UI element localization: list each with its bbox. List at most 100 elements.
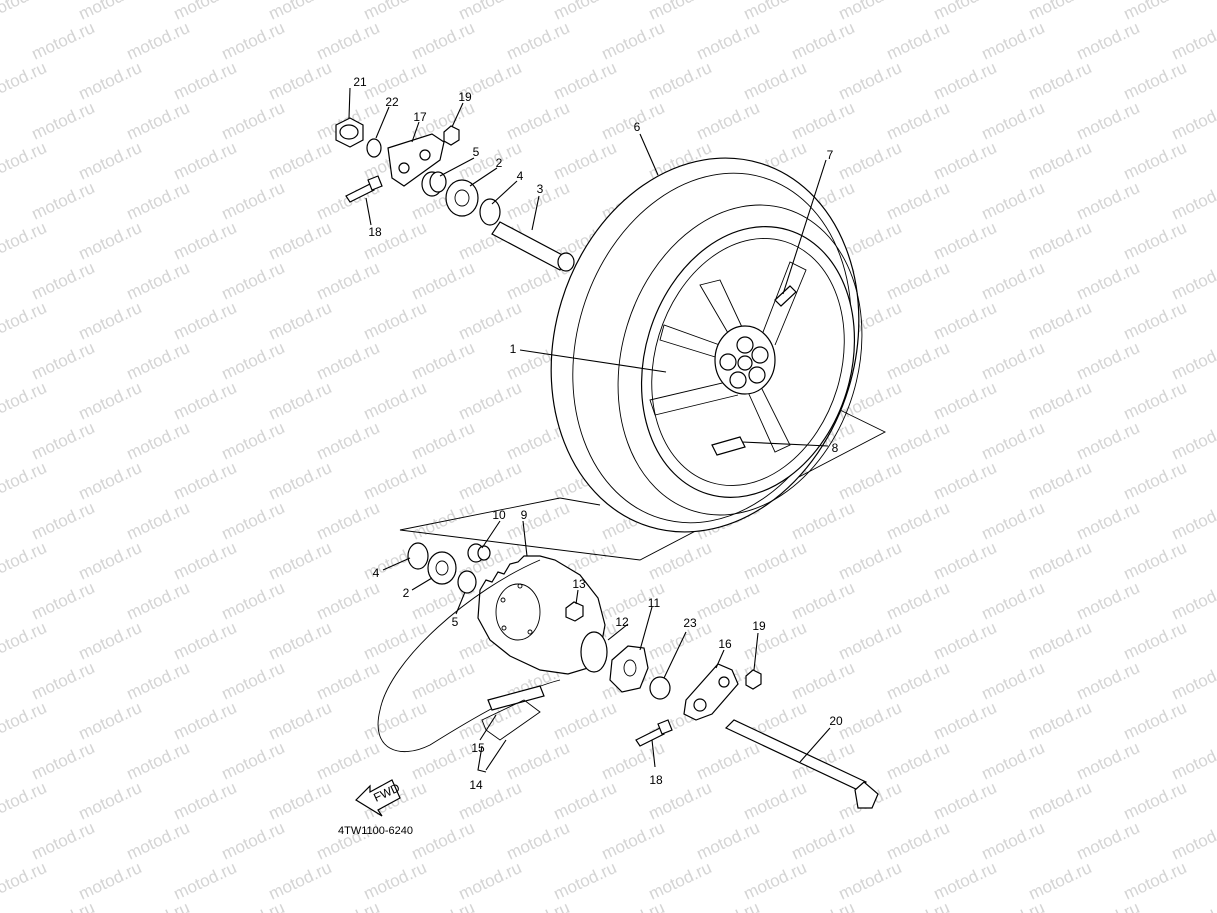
watermark-text: motod.ru: [76, 858, 145, 904]
watermark-text: motod.ru: [884, 818, 953, 864]
watermark-text: motod.ru: [931, 138, 1000, 184]
watermark-text: motod.ru: [0, 778, 49, 824]
watermark-text: motod.ru: [29, 898, 98, 913]
watermark-text: motod.ru: [1121, 138, 1190, 184]
watermark-text: motod.ru: [314, 418, 383, 464]
watermark-text: motod.ru: [979, 738, 1048, 784]
callout-13: 13: [572, 577, 586, 591]
watermark-text: motod.ru: [76, 58, 145, 104]
watermark-text: motod.ru: [836, 858, 905, 904]
watermark-text: motod.ru: [931, 858, 1000, 904]
watermark-text: motod.ru: [1121, 218, 1190, 264]
watermark-text: motod.ru: [219, 818, 288, 864]
watermark-text: motod.ru: [836, 618, 905, 664]
watermark-text: motod.ru: [0, 218, 49, 264]
watermark-text: motod.ru: [0, 818, 2, 864]
watermark-text: motod.ru: [456, 298, 525, 344]
watermark-text: motod.ru: [0, 698, 49, 744]
watermark-text: motod.ru: [551, 138, 620, 184]
watermark-text: motod.ru: [266, 458, 335, 504]
watermark-text: motod.ru: [1026, 698, 1095, 744]
watermark-text: motod.ru: [884, 178, 953, 224]
watermark-text: motod.ru: [1026, 138, 1095, 184]
watermark-text: motod.ru: [76, 138, 145, 184]
leader-lines: [348, 87, 831, 773]
watermark-text: motod.ru: [124, 818, 193, 864]
watermark-text: motod.ru: [979, 578, 1048, 624]
watermark-text: motod.ru: [884, 98, 953, 144]
watermark-text: motod.ru: [171, 218, 240, 264]
watermark-text: motod.ru: [1074, 578, 1143, 624]
watermark-text: motod.ru: [1121, 458, 1190, 504]
watermark-text: motod.ru: [314, 578, 383, 624]
watermark-text: motod.ru: [171, 618, 240, 664]
watermark-text: motod.ru: [979, 98, 1048, 144]
watermark-text: motod.ru: [836, 138, 905, 184]
oil-seal-left: [479, 198, 501, 226]
chain-puller-left: [387, 133, 445, 187]
watermark-text: motod.ru: [741, 778, 810, 824]
watermark-text: motod.ru: [599, 898, 668, 913]
callout-17: 17: [413, 110, 427, 124]
watermark-text: motod.ru: [694, 898, 763, 913]
watermark-text: motod.ru: [219, 498, 288, 544]
watermark-text: motod.ru: [219, 338, 288, 384]
watermark-text: motod.ru: [741, 858, 810, 904]
watermark-text: motod.ru: [551, 58, 620, 104]
watermark-text: motod.ru: [361, 378, 430, 424]
watermark-text: motod.ru: [124, 418, 193, 464]
watermark-text: motod.ru: [931, 618, 1000, 664]
watermark-text: motod.ru: [456, 458, 525, 504]
watermark-text: motod.ru: [76, 458, 145, 504]
watermark-text: motod.ru: [314, 338, 383, 384]
watermark-text: motod.ru: [599, 818, 668, 864]
watermark-text: motod.ru: [884, 418, 953, 464]
watermark-text: motod.ru: [694, 98, 763, 144]
watermark-text: motod.ru: [741, 58, 810, 104]
watermark-text: motod.ru: [694, 18, 763, 64]
watermark-text: motod.ru: [76, 538, 145, 584]
watermark-text: motod.ru: [1074, 258, 1143, 304]
watermark-text: motod.ru: [124, 98, 193, 144]
watermark-text: motod.ru: [931, 458, 1000, 504]
watermark-text: motod.ru: [694, 818, 763, 864]
watermark-text: motod.ru: [266, 138, 335, 184]
bearing-right: [427, 551, 457, 585]
callout-14: 14: [469, 778, 483, 792]
adjusting-bolt-left: [345, 175, 383, 203]
watermark-text: motod.ru: [931, 698, 1000, 744]
watermark-text: motod.ru: [29, 818, 98, 864]
watermark-text: motod.ru: [124, 738, 193, 784]
watermark-text: motod.ru: [1026, 858, 1095, 904]
watermark-text: motod.ru: [1121, 618, 1190, 664]
watermark-text: motod.ru: [314, 258, 383, 304]
watermark-text: motod.ru: [931, 218, 1000, 264]
callout-15: 15: [471, 741, 485, 755]
watermark-text: motod.ru: [409, 18, 478, 64]
watermark-text: motod.ru: [1074, 418, 1143, 464]
watermark-text: motod.ru: [124, 18, 193, 64]
watermark-text: motod.ru: [789, 578, 858, 624]
watermark-text: motod.ru: [836, 698, 905, 744]
watermark-text: motod.ru: [219, 738, 288, 784]
callout-7: 7: [827, 148, 834, 162]
drawing-code: 4TW1100-6240: [338, 825, 413, 837]
callout-23: 23: [683, 616, 697, 630]
watermark-text: motod.ru: [266, 858, 335, 904]
watermark-text: motod.ru: [76, 698, 145, 744]
watermark-text: motod.ru: [504, 18, 573, 64]
watermark-text: motod.ru: [504, 898, 573, 913]
watermark-text: motod.ru: [124, 178, 193, 224]
watermark-text: motod.ru: [266, 298, 335, 344]
watermark-text: motod.ru: [836, 538, 905, 584]
watermark-text: motod.ru: [0, 298, 49, 344]
watermark-text: motod.ru: [789, 658, 858, 704]
watermark-text: motod.ru: [504, 818, 573, 864]
watermark-text: motod.ru: [266, 618, 335, 664]
watermark-text: motod.ru: [314, 898, 383, 913]
watermark-text: motod.ru: [551, 778, 620, 824]
watermark-text: motod.ru: [979, 18, 1048, 64]
watermark-text: motod.ru: [0, 418, 2, 464]
watermark-text: motod.ru: [29, 18, 98, 64]
